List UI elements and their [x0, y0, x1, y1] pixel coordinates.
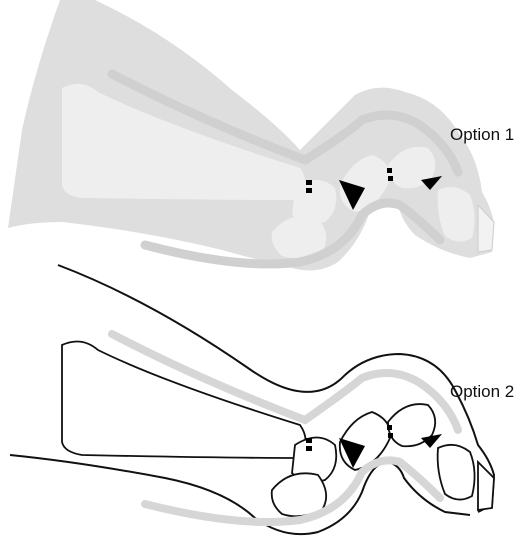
- option-2-illustration: [10, 265, 494, 534]
- option-1-label: Option 1: [450, 125, 514, 145]
- option-2-bones: [62, 341, 475, 516]
- option-1-illustration: [8, 0, 494, 270]
- option-2-label: Option 2: [450, 382, 514, 402]
